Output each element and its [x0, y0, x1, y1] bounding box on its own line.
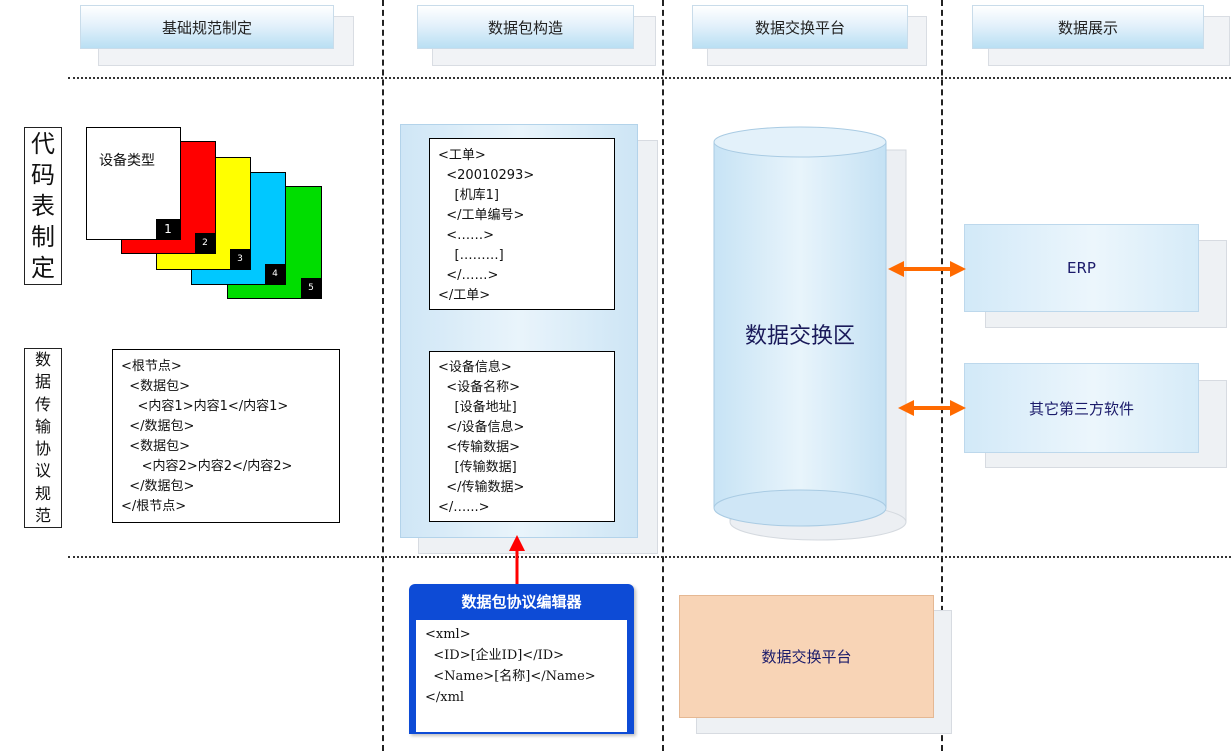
header-exchange-platform: 数据交换平台	[692, 5, 908, 49]
card-number-4: 4	[265, 264, 285, 284]
code-line: </……>	[438, 268, 499, 283]
card-number-1: 1	[156, 219, 180, 239]
column-divider-2	[662, 0, 664, 751]
third-party-exchange-arrow	[898, 400, 966, 416]
editor-title: 数据包协议编辑器	[461, 592, 582, 611]
card-label: 设备类型	[99, 153, 155, 169]
code-line: [机库1]	[438, 188, 499, 203]
exchange-zone-label: 数据交换区	[744, 324, 855, 349]
code-line: </数据包>	[121, 479, 195, 494]
code-line: <工单>	[438, 148, 486, 163]
editor-line: <Name>[名称]</Name>	[425, 669, 596, 684]
code-line: <数据包>	[121, 439, 191, 454]
card-number-2: 2	[195, 233, 215, 253]
card-number-3: 3	[230, 249, 250, 269]
device-info-box: <设备信息> <设备名称> [设备地址] </设备信息> <传输数据> [传输数…	[429, 351, 615, 522]
editor-to-packet-arrow	[509, 535, 525, 589]
editor-line: <xml>	[425, 627, 471, 642]
editor-content: <xml> <ID>[企业ID]</ID> <Name>[名称]</Name> …	[416, 620, 627, 732]
row-divider-bottom	[68, 556, 1231, 558]
code-line: [设备地址]	[438, 400, 517, 415]
erp-box: ERP	[964, 224, 1199, 312]
card-number-5: 5	[301, 278, 321, 298]
header-data-display: 数据展示	[972, 5, 1204, 49]
code-line: </工单>	[438, 288, 491, 303]
protocol-spec-box: <根节点> <数据包> <内容1>内容1</内容1> </数据包> <数据包> …	[112, 349, 340, 523]
packet-protocol-editor: 数据包协议编辑器 <xml> <ID>[企业ID]</ID> <Name>[名称…	[409, 584, 634, 734]
code-line: </…...>	[438, 500, 490, 515]
code-line: <20010293>	[438, 168, 535, 183]
code-line: </传输数据>	[438, 480, 525, 495]
editor-line: </xml	[425, 690, 465, 705]
code-line: [传输数据]	[438, 460, 517, 475]
code-table-label: 代 码 表 制 定	[24, 127, 62, 285]
code-line: </数据包>	[121, 419, 195, 434]
code-line: </设备信息>	[438, 420, 525, 435]
code-line: <传输数据>	[438, 440, 521, 455]
column-divider-3	[941, 0, 943, 751]
code-line: <设备名称>	[438, 380, 521, 395]
workorder-box: <工单> <20010293> [机库1] </工单编号> <……> [………]…	[429, 138, 615, 310]
code-line: <……>	[438, 228, 495, 243]
protocol-label: 数 据 传 输 协 议 规 范	[24, 348, 62, 528]
editor-line: <ID>[企业ID]</ID>	[425, 648, 565, 663]
code-line: <设备信息>	[438, 360, 512, 375]
code-line: <根节点>	[121, 359, 182, 374]
header-packet-build: 数据包构造	[417, 5, 634, 49]
code-line: </工单编号>	[438, 208, 525, 223]
erp-exchange-arrow	[888, 261, 966, 277]
code-line: [………]	[438, 248, 504, 263]
code-line: <数据包>	[121, 379, 191, 394]
exchange-platform-box: 数据交换平台	[679, 595, 934, 718]
code-line: <内容2>内容2</内容2>	[121, 459, 293, 474]
column-divider-1	[382, 0, 384, 751]
card-white-device-type: 设备类型 1	[86, 127, 181, 240]
header-basic-spec: 基础规范制定	[80, 5, 334, 49]
exchange-zone-cylinder	[713, 126, 907, 541]
code-line: </根节点>	[121, 499, 187, 514]
code-line: <内容1>内容1</内容1>	[121, 399, 289, 414]
row-divider-top	[68, 77, 1231, 79]
third-party-box: 其它第三方软件	[964, 363, 1199, 453]
